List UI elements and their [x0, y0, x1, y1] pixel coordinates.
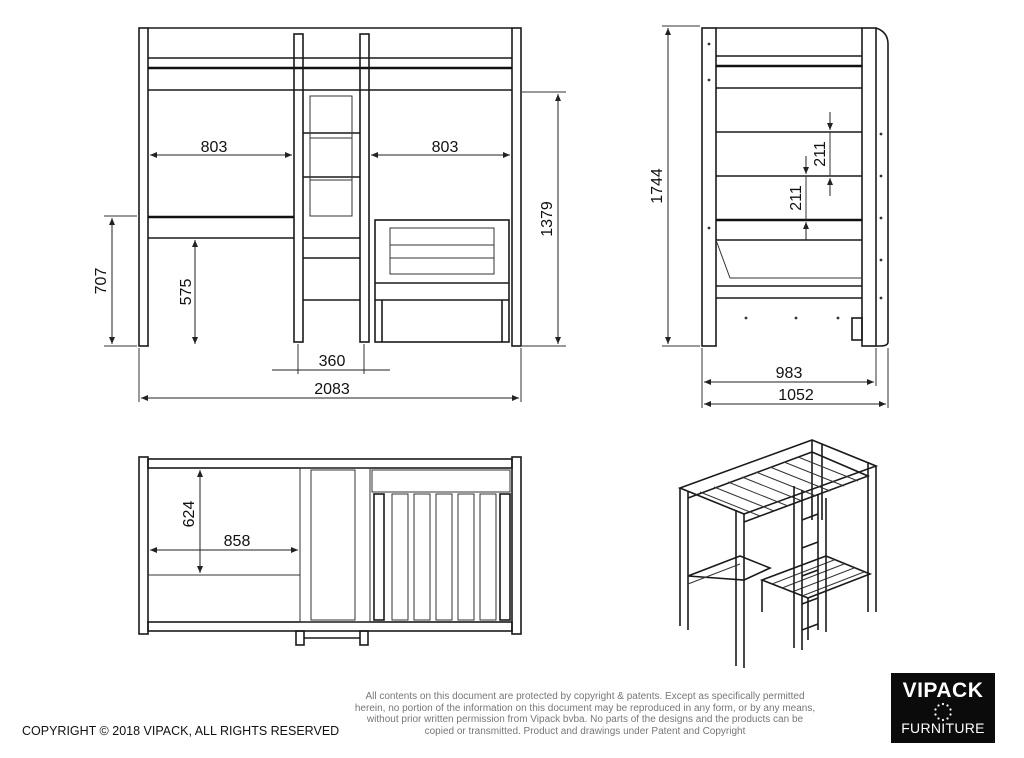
- dim-front-shelf-left: 803: [201, 139, 228, 156]
- side-view: 1744 211 211 983 1052: [649, 25, 889, 408]
- dim-total-width: 1052: [778, 387, 814, 404]
- dim-bed-height: 1379: [539, 201, 556, 237]
- dim-top-depth: 624: [181, 501, 198, 528]
- front-view: 803 803 707 575 360 2083 1379: [93, 27, 566, 402]
- logo-subtitle: FURNITURE: [901, 720, 985, 736]
- dim-total-height: 1744: [649, 168, 666, 204]
- dim-desk-height: 707: [93, 268, 110, 295]
- isometric-view: [677, 439, 879, 668]
- dim-seat-height: 575: [178, 279, 195, 306]
- dim-ladder-width: 360: [319, 353, 346, 370]
- legal-disclaimer: All contents on this document are protec…: [354, 691, 816, 737]
- dim-shelf-spacing-upper: 211: [812, 141, 829, 167]
- dim-top-desk-width: 858: [224, 533, 251, 550]
- logo-brand: VIPACK: [902, 679, 984, 702]
- copyright-notice: COPYRIGHT © 2018 VIPACK, ALL RIGHTS RESE…: [22, 724, 340, 738]
- dim-shelf-spacing-lower: 211: [788, 185, 805, 211]
- top-view: 624 858: [138, 456, 522, 646]
- stars-icon: [934, 702, 952, 722]
- vipack-logo: VIPACK FURNITURE: [891, 673, 995, 743]
- dim-front-shelf-right: 803: [432, 139, 459, 156]
- dim-total-length: 2083: [314, 381, 350, 398]
- dim-inner-width: 983: [776, 365, 803, 382]
